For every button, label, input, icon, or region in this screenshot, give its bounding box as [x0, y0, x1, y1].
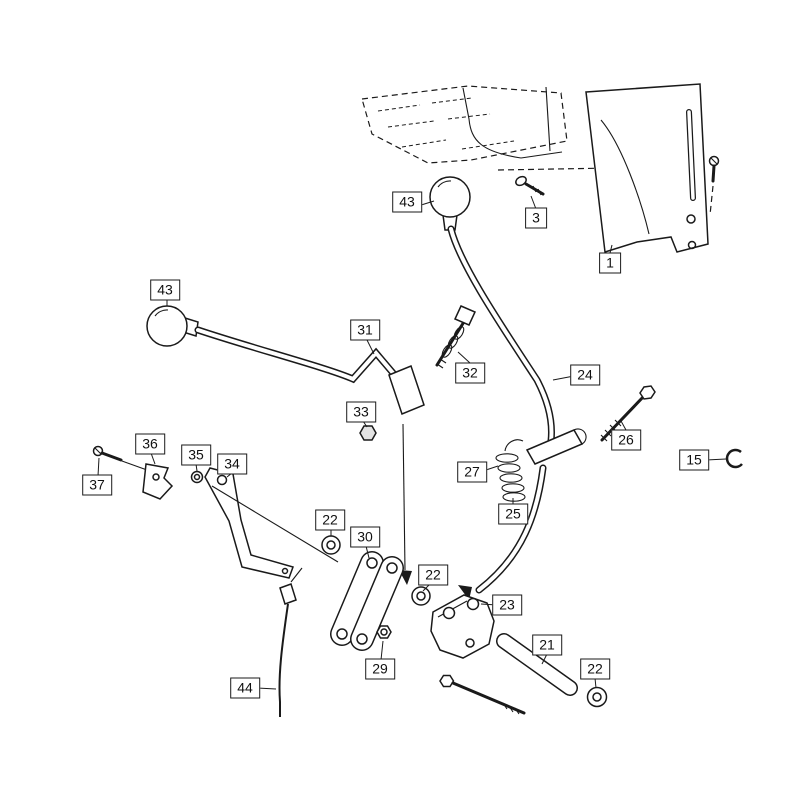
washer-35: [190, 470, 204, 484]
part-label-22-bushing-middle: 22: [418, 564, 448, 586]
screw-top-right: [708, 155, 720, 216]
part-label-27-spring-hook: 27: [457, 461, 487, 483]
part-label-24-shift-lever: 24: [570, 364, 600, 386]
screw-37: [92, 445, 148, 471]
part-label-34-bracket: 34: [217, 453, 247, 475]
bushing-22-middle: [411, 586, 431, 606]
part-label-33-nut: 33: [346, 401, 376, 423]
part-label-3-screw: 3: [525, 207, 547, 229]
part-label-30-link-plates: 30: [350, 526, 380, 548]
shift-knob-upper-43: [429, 176, 471, 231]
part-label-15-ring: 15: [679, 449, 709, 471]
part-label-22-bushing-lower: 22: [580, 658, 610, 680]
part-label-43-left-knob: 43: [150, 279, 180, 301]
bushing-22-lower: [586, 686, 608, 708]
part-label-29-nut: 29: [365, 658, 395, 680]
part-label-1-plate: 1: [599, 252, 621, 274]
shift-bracket-23: [430, 594, 495, 659]
part-label-23-bracket: 23: [492, 594, 522, 616]
shift-lever-24: [447, 225, 587, 600]
bolt-lower: [439, 674, 526, 715]
part-label-26-bolt: 26: [611, 429, 641, 451]
chassis-panel-dashed: [361, 85, 613, 171]
part-label-31-lever: 31: [350, 319, 380, 341]
bolt-32: [435, 305, 477, 369]
part-label-25-spring: 25: [498, 503, 528, 525]
nut-29: [376, 625, 392, 639]
part-label-43-upper-knob: 43: [392, 191, 422, 213]
cable-44: [278, 567, 303, 717]
part-label-21-rod: 21: [532, 634, 562, 656]
spring-25-27: [495, 439, 526, 502]
spacer-rod-21: [496, 633, 578, 696]
retainer-ring-15: [725, 448, 743, 469]
part-label-44-cable: 44: [230, 677, 260, 699]
part-label-37-screw: 37: [82, 474, 112, 496]
part-label-36-clip: 36: [135, 433, 165, 455]
bracket-34: [204, 467, 339, 579]
side-bracket-plate-1: [585, 83, 709, 253]
shift-knob-left-43: [146, 305, 199, 347]
bushing-22-upper: [321, 535, 341, 555]
screw-3: [515, 175, 545, 196]
part-label-32-bolt: 32: [455, 362, 485, 384]
part-label-35-washer: 35: [181, 444, 211, 466]
sleeve-and-nut-33: [359, 365, 425, 585]
part-label-22-bushing-upper: 22: [315, 509, 345, 531]
clip-bracket-36: [142, 463, 174, 500]
link-plates-30: [330, 551, 404, 651]
